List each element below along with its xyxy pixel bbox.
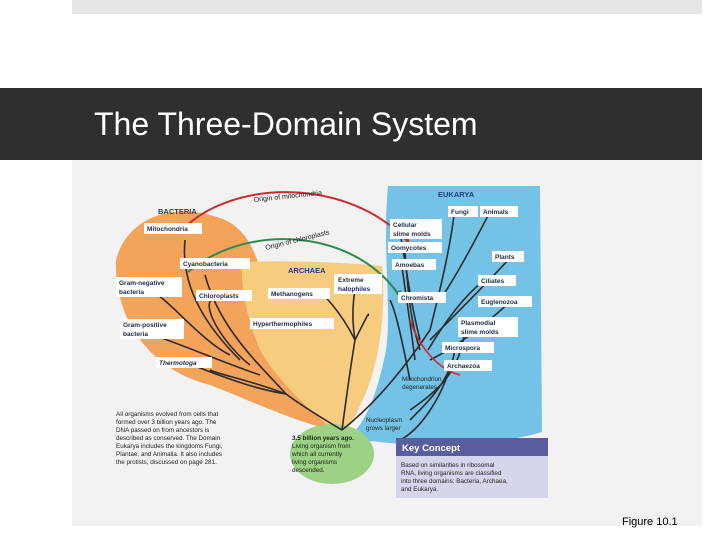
domain-eukarya: EUKARYA <box>438 190 475 199</box>
label-thermotoga: Thermotoga <box>159 360 197 367</box>
chloroplast-arc <box>187 238 403 301</box>
figure-caption: Figure 10.1 <box>622 516 678 528</box>
label-cyanobacteria: Cyanobacteria <box>183 261 228 268</box>
label-mitochondria: Mitochondria <box>147 226 188 233</box>
label-plasmodial: Plasmodial <box>461 320 496 327</box>
label-extreme: Extreme <box>338 277 364 284</box>
label-archaezoa: Archaezoa <box>447 363 480 370</box>
left-text-4: described as conserved. The Domain <box>116 435 221 442</box>
label-microspora: Microspora <box>445 345 480 352</box>
left-text-6: Plantae, and Animalia. It also includes <box>116 451 222 458</box>
label-euglenozoa: Euglenozoa <box>481 299 518 306</box>
arc-label-chloroplasts: Origin of chloroplasts <box>265 229 331 252</box>
label-methanogens: Methanogens <box>271 291 313 298</box>
label-fungi: Fungi <box>451 209 469 216</box>
origin-region <box>290 424 374 484</box>
origin-text-4: living organisms <box>292 459 337 466</box>
nucleoplasm-1: Nucleoplasm <box>366 417 402 424</box>
label-gram-negative: Gram-negative <box>119 280 165 287</box>
label-amoebas: Amoebas <box>395 262 425 269</box>
mito-degenerates-2: degenerates <box>402 384 437 391</box>
degenerate-line <box>409 319 461 376</box>
key-concept-line-3: into three domains: Bacteria, Archaea, <box>401 478 508 485</box>
label-hyperthermophiles: Hyperthermophiles <box>253 321 313 328</box>
key-concept-body-bg <box>396 456 548 498</box>
domain-archaea: ARCHAEA <box>288 266 326 275</box>
label-plasmodial-2: slime molds <box>461 329 499 336</box>
left-text-2: formed over 3 billion years ago. The <box>116 419 217 426</box>
origin-text-2: Living organism from <box>292 443 350 450</box>
label-gram-positive-2: bacteria <box>123 331 148 338</box>
three-domain-diagram: BACTERIA ARCHAEA EUKARYA Origin of mitoc… <box>115 186 548 498</box>
top-strip <box>72 0 702 14</box>
label-animals: Animals <box>483 209 509 216</box>
title-bar <box>0 88 702 160</box>
label-chromista: Chromista <box>401 295 434 302</box>
key-concept-heading: Key Concept <box>402 443 461 454</box>
label-ciliates: Ciliates <box>481 278 505 285</box>
key-concept-line-4: and Eukarya. <box>401 486 438 493</box>
label-oomycotes: Oomycotes <box>391 245 427 252</box>
label-cellular-2: slime molds <box>393 231 431 238</box>
archaea-region <box>241 261 384 438</box>
key-concept-line-1: Based on similarities in ribosomal <box>401 462 494 469</box>
label-chloroplasts: Chloroplasts <box>199 293 239 300</box>
origin-text-3: which all currently <box>291 451 343 458</box>
label-gram-negative-2: bacteria <box>119 289 144 296</box>
label-cellular: Cellular <box>393 222 417 229</box>
left-text-1: All organisms evolved from cells that <box>116 411 218 418</box>
label-halophiles: halophiles <box>338 286 371 293</box>
label-gram-positive: Gram-positive <box>123 322 167 329</box>
left-text-5: Eukarya includes the kingdoms Fungi, <box>116 443 223 450</box>
left-text-3: DNA passed on from ancestors is <box>116 427 209 434</box>
mitochondria-arc <box>179 191 411 245</box>
slide-title: The Three-Domain System <box>94 106 478 142</box>
key-concept-line-2: RNA, living organisms are classified <box>401 470 502 477</box>
key-concept-header-bg <box>396 438 548 456</box>
label-plants: Plants <box>495 254 515 261</box>
left-text-7: the protists, discussed on page 281. <box>116 459 217 466</box>
nucleoplasm-2: grows larger <box>366 425 401 432</box>
origin-text-5: descended. <box>292 467 325 474</box>
mito-degenerates-1: Mitochondrion <box>402 376 442 383</box>
origin-text-1: 3.5 billion years ago. <box>292 435 354 442</box>
domain-bacteria: BACTERIA <box>158 207 197 216</box>
